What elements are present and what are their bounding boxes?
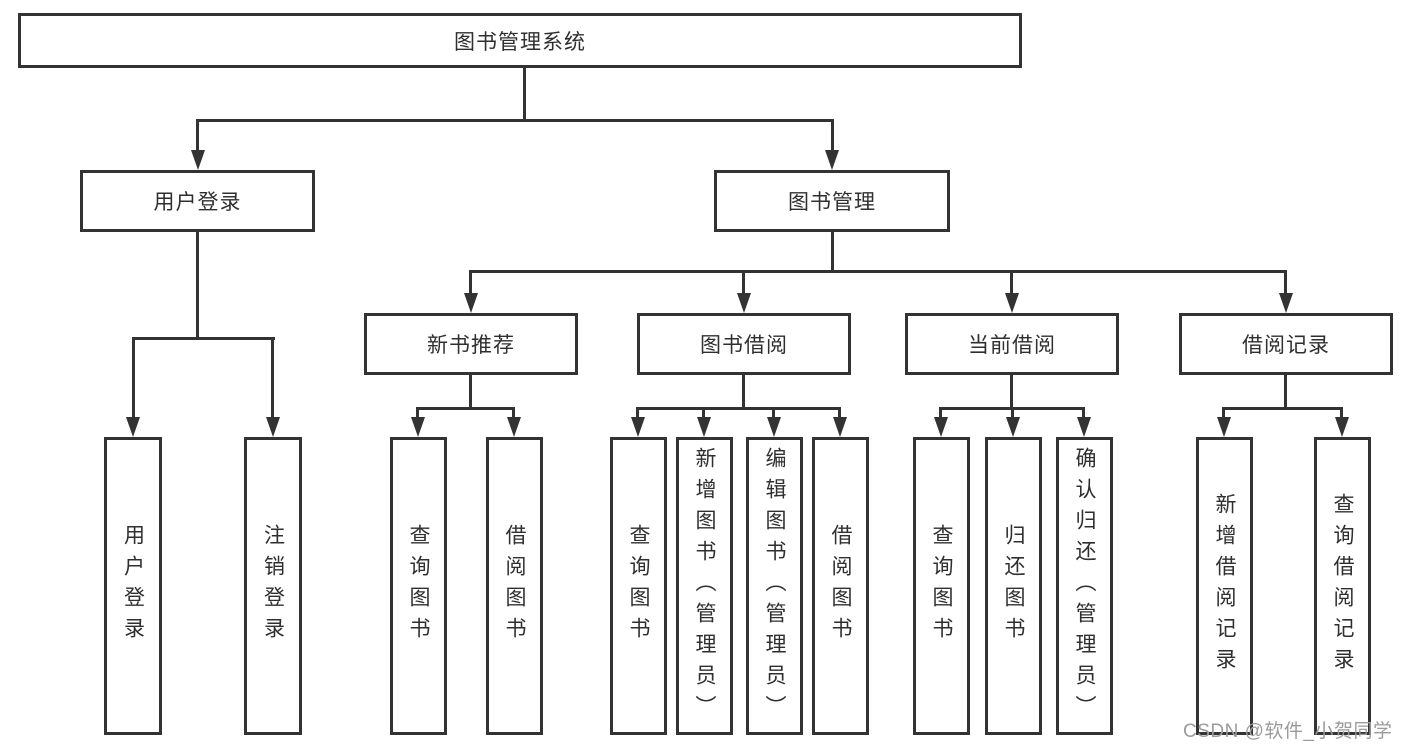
arrowhead-query-borrow-record [1335, 417, 1349, 437]
leaf-add-book-admin: 新增图书（管理员） [676, 437, 733, 735]
node-user-login: 用户登录 [80, 170, 315, 232]
leaf-confirm-return-admin: 确认归还（管理员） [1056, 437, 1113, 735]
leaf-borrow-books-2: 借阅图书 [812, 437, 869, 735]
leaf-logout: 注销登录 [244, 437, 302, 735]
book-management-branch-line [469, 270, 1287, 273]
edge-borrow-books-1-line [512, 407, 515, 419]
leaf-edit-book-admin-label: 编辑图书（管理员） [763, 446, 787, 726]
node-book-management: 图书管理 [714, 170, 950, 232]
arrowhead-borrow-books-2 [833, 417, 847, 437]
leaf-query-books-2: 查询图书 [610, 437, 667, 735]
leaf-query-books-3: 查询图书 [913, 437, 970, 735]
arrowhead-add-book [697, 417, 711, 437]
edge-query-books-1-line [416, 407, 419, 419]
new-book-recommend-stem-line [469, 375, 472, 408]
node-current-borrowing: 当前借阅 [905, 313, 1119, 375]
arrowhead-book-borrowing [737, 293, 751, 313]
leaf-user-login-label: 用户登录 [121, 524, 145, 648]
arrowhead-confirm-return [1077, 417, 1091, 437]
leaf-return-book: 归还图书 [985, 437, 1042, 735]
borrowing-records-branch-line [1222, 407, 1343, 410]
arrowhead-return-book [1006, 417, 1020, 437]
edge-add-book-line [702, 407, 705, 419]
node-current-borrowing-label: 当前借阅 [968, 334, 1056, 357]
leaf-confirm-return-admin-label: 确认归还（管理员） [1073, 446, 1097, 726]
leaf-query-books-1: 查询图书 [390, 437, 447, 735]
edge-current-borrowing-line [1010, 270, 1013, 293]
user-login-stem-line [196, 232, 199, 338]
book-borrowing-branch-line [636, 407, 841, 410]
edge-book-borrowing-line [742, 270, 745, 293]
book-management-stem-line [831, 232, 834, 271]
edge-return-book-line [1011, 407, 1014, 419]
arrowhead-borrow-books-1 [507, 417, 521, 437]
arrowhead-query-books-2 [631, 417, 645, 437]
arrowhead-new-book-recommend [464, 293, 478, 313]
node-new-book-recommend-label: 新书推荐 [427, 334, 515, 357]
arrowhead-leaf-logout [266, 417, 280, 437]
edge-new-book-recommend-line [469, 270, 472, 293]
arrowhead-current-borrowing [1005, 293, 1019, 313]
leaf-add-borrow-record-label: 新增借阅记录 [1213, 493, 1237, 679]
leaf-add-book-admin-label: 新增图书（管理员） [693, 446, 717, 726]
leaf-borrow-books-1-label: 借阅图书 [503, 524, 527, 648]
edge-user-login-line [196, 119, 199, 150]
leaf-user-login: 用户登录 [104, 437, 162, 735]
leaf-add-borrow-record: 新增借阅记录 [1196, 437, 1253, 735]
edge-confirm-return-line [1082, 407, 1085, 419]
arrowhead-query-books-1 [411, 417, 425, 437]
node-book-borrowing: 图书借阅 [637, 313, 851, 375]
leaf-query-books-3-label: 查询图书 [930, 524, 954, 648]
edge-query-books-2-line [636, 407, 639, 419]
edge-leaf-user-login-line [132, 337, 135, 417]
node-root: 图书管理系统 [18, 13, 1022, 68]
edge-book-management-line [831, 119, 834, 150]
leaf-query-borrow-record: 查询借阅记录 [1314, 437, 1371, 735]
arrowhead-add-borrow-record [1217, 417, 1231, 437]
arrowhead-user-login [191, 150, 205, 170]
edge-query-books-3-line [939, 407, 942, 419]
edge-leaf-logout-line [271, 337, 274, 417]
leaf-query-books-2-label: 查询图书 [627, 524, 651, 648]
arrowhead-borrowing-records [1279, 293, 1293, 313]
node-borrowing-records: 借阅记录 [1179, 313, 1393, 375]
root-stem-line [523, 68, 526, 120]
arrowhead-query-books-3 [934, 417, 948, 437]
watermark: CSDN @软件_小贺同学 [1183, 721, 1393, 742]
root-branch-line [196, 119, 834, 122]
leaf-borrow-books-1: 借阅图书 [486, 437, 543, 735]
leaf-edit-book-admin: 编辑图书（管理员） [746, 437, 803, 735]
current-borrowing-stem-line [1010, 375, 1013, 408]
new-book-recommend-branch-line [416, 407, 515, 410]
leaf-logout-label: 注销登录 [261, 524, 285, 648]
arrowhead-leaf-user-login [126, 417, 140, 437]
node-user-login-label: 用户登录 [153, 191, 242, 214]
edge-borrow-books-2-line [838, 407, 841, 419]
leaf-return-book-label: 归还图书 [1002, 524, 1026, 648]
node-book-borrowing-label: 图书借阅 [700, 334, 788, 357]
leaf-query-books-1-label: 查询图书 [407, 524, 431, 648]
node-root-label: 图书管理系统 [454, 30, 586, 54]
leaf-query-borrow-record-label: 查询借阅记录 [1331, 493, 1355, 679]
edge-query-borrow-record-line [1340, 407, 1343, 419]
edge-add-borrow-record-line [1222, 407, 1225, 419]
node-book-management-label: 图书管理 [788, 191, 876, 214]
book-borrowing-stem-line [742, 375, 745, 408]
edge-edit-book-line [772, 407, 775, 419]
borrowing-records-stem-line [1284, 375, 1287, 408]
leaf-borrow-books-2-label: 借阅图书 [829, 524, 853, 648]
node-new-book-recommend: 新书推荐 [364, 313, 578, 375]
arrowhead-book-management [825, 150, 839, 170]
edge-borrowing-records-line [1284, 270, 1287, 293]
user-login-branch-line [132, 337, 275, 340]
node-borrowing-records-label: 借阅记录 [1242, 334, 1330, 357]
arrowhead-edit-book [767, 417, 781, 437]
